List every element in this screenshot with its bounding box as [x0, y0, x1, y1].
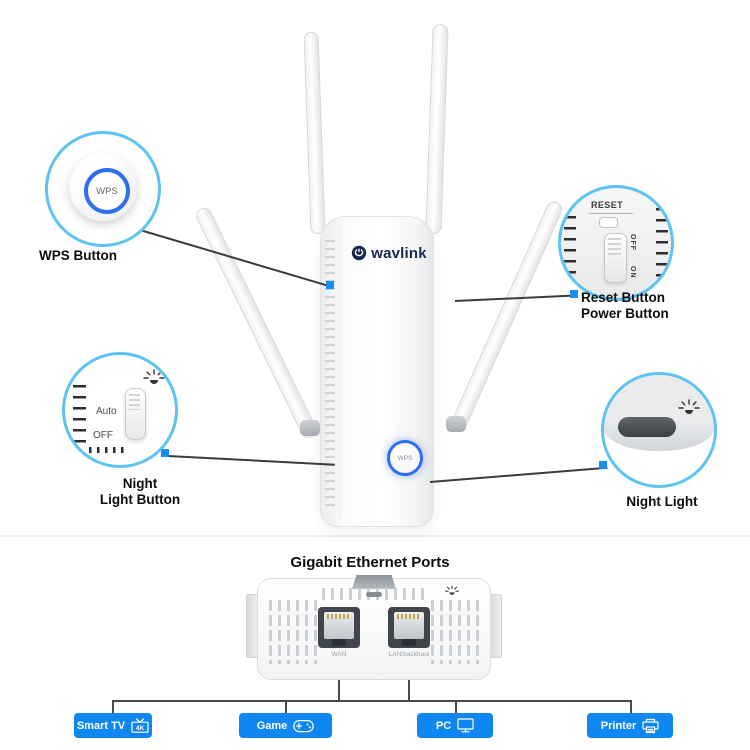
- body-seam: [339, 224, 340, 518]
- printer-icon: [642, 718, 659, 733]
- wan-connection-line: [338, 678, 340, 701]
- vent-dashes: [89, 447, 125, 453]
- game-label: Game: [256, 719, 288, 732]
- rj45-notch: [332, 639, 346, 646]
- bottom-slot: [366, 592, 382, 597]
- antenna-hinge-left: [300, 420, 320, 436]
- printer-drop-line: [630, 700, 632, 714]
- connected-device-game: Game: [239, 713, 332, 738]
- wavlink-logo-icon: [352, 245, 367, 261]
- bottom-tab: [352, 575, 396, 589]
- connected-device-smart-tv: Smart TV 4K: [74, 713, 152, 738]
- reset-power-label: Reset Button Power Button: [581, 290, 669, 322]
- game-drop-line: [285, 700, 287, 714]
- pc-drop-line: [455, 700, 457, 714]
- pc-monitor-icon: [457, 718, 474, 733]
- night-light-switch-ridges: [129, 394, 140, 410]
- device-bottom-panel: [604, 375, 714, 451]
- night-light-button-label-line1: Night: [122, 476, 158, 491]
- vent-dashes: [656, 208, 668, 280]
- wavlink-logo-text: wavlink: [371, 244, 427, 262]
- vent-dashes: [564, 216, 576, 276]
- power-button-label: Power Button: [581, 306, 669, 321]
- night-light-label: Night Light: [626, 494, 698, 509]
- light-rays-icon: [678, 399, 700, 414]
- connected-device-printer: Printer: [587, 713, 673, 738]
- reset-pinhole-button: [599, 217, 618, 228]
- wps-ring-label: WPS: [96, 185, 118, 197]
- extender-front-body: [320, 216, 434, 527]
- vent-dashes: [73, 385, 86, 445]
- wavlink-logo: wavlink: [345, 244, 433, 262]
- wps-ring: WPS: [84, 168, 130, 214]
- connection-bus-line: [112, 700, 631, 702]
- power-switch-ridges: [608, 238, 621, 256]
- section-divider: [0, 535, 750, 537]
- bottom-vents-right: [431, 600, 479, 664]
- night-light-callout-line: [429, 466, 608, 483]
- wps-callout-circle: WPS: [45, 131, 161, 247]
- night-light-button-label: Night Light Button: [82, 476, 198, 508]
- lan-port-label: LAN/backhaul: [388, 651, 430, 658]
- light-rays-icon: [143, 369, 165, 384]
- light-rays-icon: [445, 585, 459, 595]
- smart-tv-label: Smart TV: [76, 719, 126, 732]
- antenna-hinge-right: [446, 416, 466, 432]
- reset-callout-marker: [570, 290, 578, 298]
- rj45-notch: [402, 639, 416, 646]
- wan-port-label: WAN: [331, 651, 347, 658]
- pc-label: PC: [435, 719, 452, 732]
- reset-label-on-device: RESET: [591, 200, 624, 210]
- ethernet-section-title: Gigabit Ethernet Ports: [290, 554, 450, 571]
- bottom-vents-left: [269, 600, 317, 664]
- tv-4k-badge: 4K: [136, 725, 145, 732]
- lan-connection-line: [408, 678, 410, 701]
- night-light-callout-marker: [599, 461, 607, 469]
- night-light-callout-circle: [601, 372, 717, 488]
- night-light-button-callout-circle: Auto OFF: [62, 352, 178, 468]
- gamepad-icon: [293, 719, 315, 732]
- reset-power-callout-circle: RESET OFF ON: [558, 185, 674, 301]
- antenna-top-right: [425, 23, 449, 235]
- wps-button-on-device: WPS: [387, 440, 423, 476]
- antenna-side-left: [193, 205, 320, 441]
- reset-underline: [589, 213, 633, 214]
- power-switch-on-label: ON: [629, 266, 636, 279]
- night-light-lens: [618, 417, 676, 437]
- switch-off-label: OFF: [93, 430, 113, 441]
- wps-button-on-device-label: WPS: [397, 454, 413, 462]
- antenna-side-right: [448, 199, 565, 434]
- connected-device-pc: PC: [417, 713, 493, 738]
- smart-tv-drop-line: [112, 700, 114, 714]
- power-switch-off-label: OFF: [629, 234, 636, 251]
- smart-tv-4k-icon: 4K: [131, 718, 149, 733]
- rj45-pins: [327, 614, 351, 619]
- night-light-button-label-line2: Light Button: [99, 492, 181, 507]
- night-light-button-callout-line: [167, 455, 335, 466]
- wps-callout-marker: [326, 281, 334, 289]
- night-light-button-callout-marker: [161, 449, 169, 457]
- side-vents: [325, 240, 335, 512]
- switch-auto-label: Auto: [96, 406, 117, 417]
- printer-label: Printer: [600, 719, 637, 732]
- reset-button-label: Reset Button: [581, 290, 665, 305]
- ethernet-port-wan: [318, 607, 360, 648]
- ethernet-port-lan: [388, 607, 430, 648]
- antenna-top-left: [303, 31, 326, 235]
- wps-button-label: WPS Button: [39, 248, 117, 263]
- rj45-pins: [397, 614, 421, 619]
